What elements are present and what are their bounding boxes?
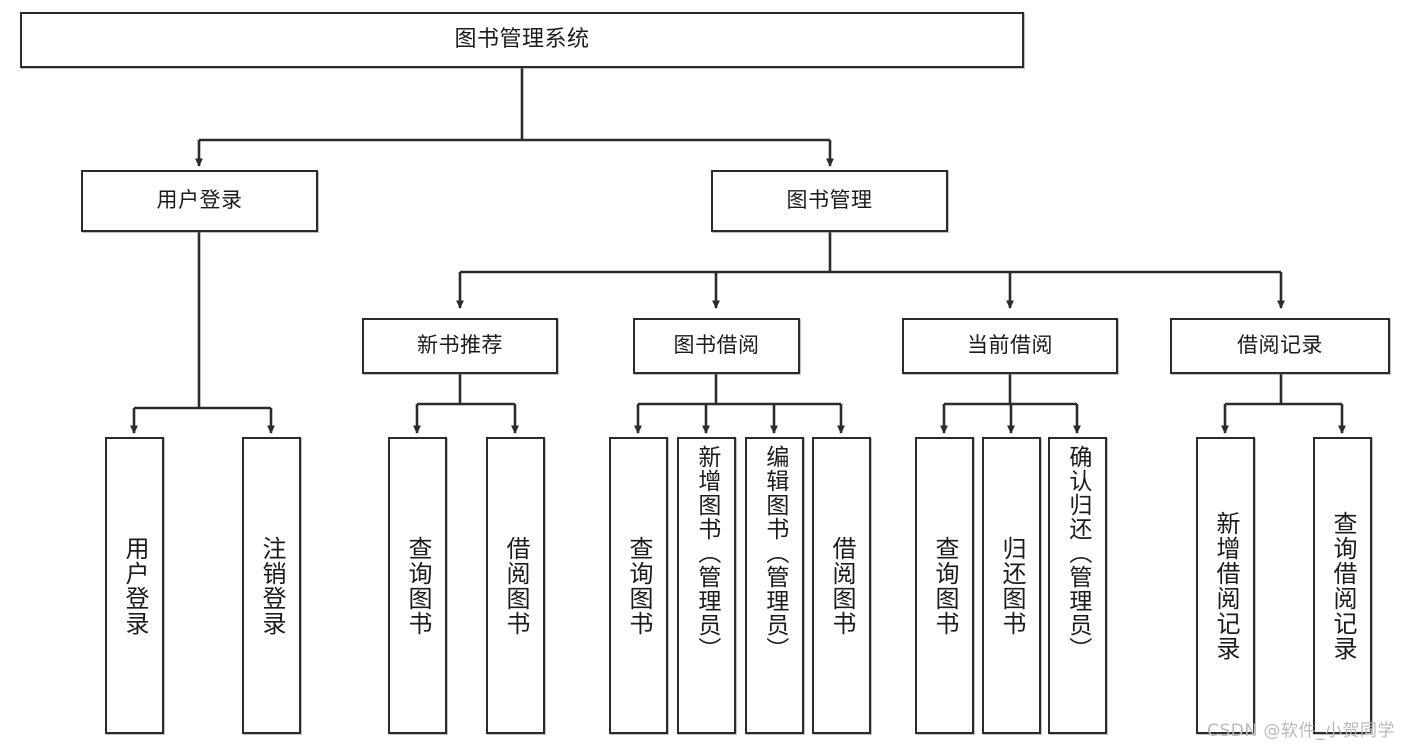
leaf-new-book-query[interactable]: 查询图书 [388, 437, 447, 734]
leaf-borrow-add-book[interactable]: 新增图书（管理员） [677, 437, 736, 734]
node-label: 新增借阅记录 [1211, 510, 1240, 661]
leaf-logout[interactable]: 注销登录 [242, 437, 301, 734]
watermark-text: CSDN @软件_小贺同学 [1207, 721, 1395, 741]
node-label: 查询图书 [403, 535, 432, 636]
leaf-current-confirm-return[interactable]: 确认归还（管理员） [1048, 437, 1107, 734]
leaf-record-add[interactable]: 新增借阅记录 [1196, 437, 1255, 734]
node-current-borrow[interactable]: 当前借阅 [902, 318, 1118, 374]
node-label: 用户登录 [120, 535, 149, 636]
node-label: 当前借阅 [967, 333, 1053, 358]
node-label: 图书管理 [786, 188, 873, 213]
node-label: 图书管理系统 [454, 26, 590, 52]
leaf-borrow-edit-book[interactable]: 编辑图书（管理员） [745, 437, 804, 734]
node-label: 借阅图书 [827, 535, 856, 636]
node-label: 图书借阅 [673, 333, 760, 358]
leaf-current-query-book[interactable]: 查询图书 [915, 437, 974, 734]
leaf-user-login[interactable]: 用户登录 [105, 437, 164, 734]
node-label: 归还图书 [997, 535, 1026, 636]
node-label: 借阅图书 [501, 535, 530, 636]
leaf-new-book-borrow[interactable]: 借阅图书 [486, 437, 545, 734]
leaf-borrow-borrow-book[interactable]: 借阅图书 [812, 437, 871, 734]
node-label: 查询图书 [624, 535, 653, 636]
node-label: 新增图书（管理员） [693, 445, 720, 661]
node-label: 用户登录 [156, 188, 243, 213]
node-label: 编辑图书（管理员） [761, 445, 788, 661]
node-borrow-records[interactable]: 借阅记录 [1170, 318, 1390, 374]
node-book-management[interactable]: 图书管理 [711, 170, 948, 232]
leaf-borrow-query-book[interactable]: 查询图书 [609, 437, 668, 734]
node-label: 注销登录 [257, 535, 286, 636]
leaf-current-return-book[interactable]: 归还图书 [982, 437, 1041, 734]
node-label: 借阅记录 [1237, 333, 1323, 358]
node-label: 确认归还（管理员） [1064, 445, 1091, 661]
node-label: 新书推荐 [417, 333, 503, 358]
node-label: 查询图书 [930, 535, 959, 636]
node-label: 查询借阅记录 [1328, 510, 1357, 661]
node-root-system[interactable]: 图书管理系统 [20, 12, 1024, 68]
node-book-borrow[interactable]: 图书借阅 [633, 318, 800, 374]
node-user-login[interactable]: 用户登录 [81, 170, 318, 232]
node-new-book-recommend[interactable]: 新书推荐 [362, 318, 558, 374]
leaf-record-query[interactable]: 查询借阅记录 [1313, 437, 1372, 734]
